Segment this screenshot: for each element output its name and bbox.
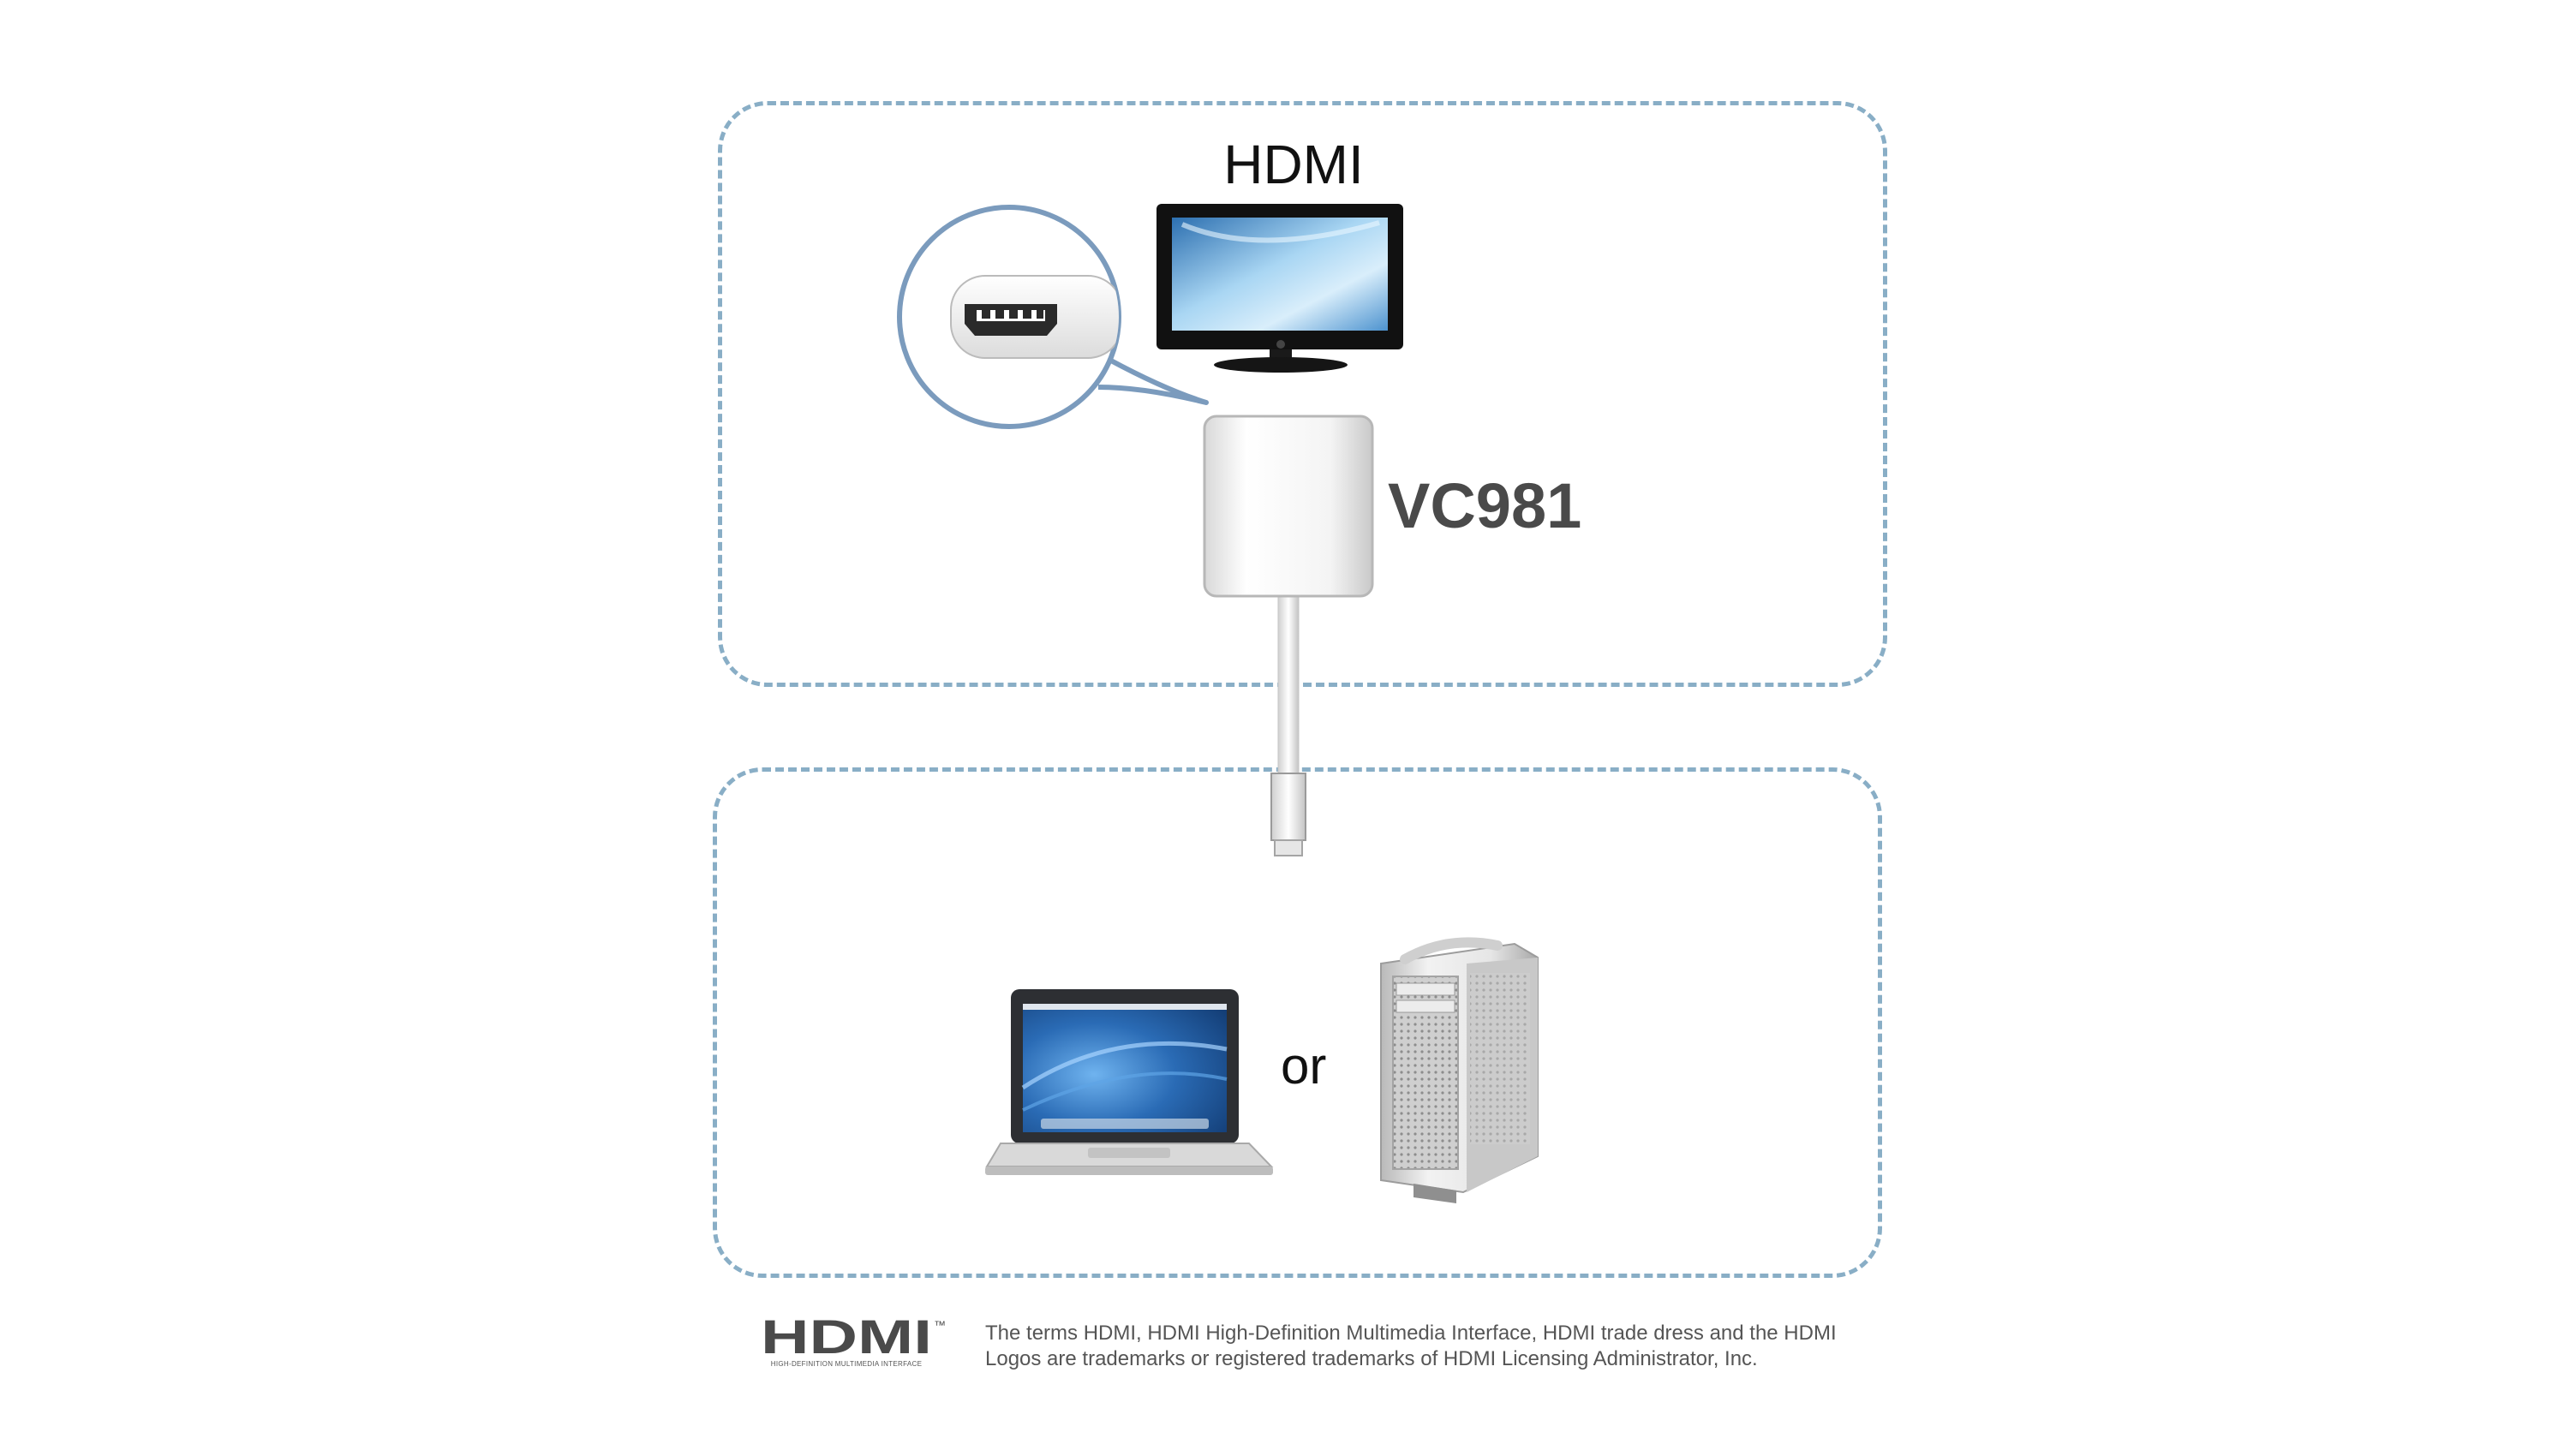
trademark-notice-line1: The terms HDMI, HDMI High-Definition Mul… <box>985 1322 1837 1345</box>
port-type-label: HDMI <box>1223 134 1364 195</box>
svg-text:HDMI: HDMI <box>761 1310 932 1364</box>
laptop-icon <box>985 989 1274 1175</box>
product-model-label: VC981 <box>1388 470 1582 541</box>
desktop-tower-icon <box>1380 937 1539 1203</box>
trademark-notice-line2: Logos are trademarks or registered trade… <box>985 1347 1758 1370</box>
hdmi-logo: HDMI ™ <box>761 1310 946 1364</box>
tv-monitor-icon <box>1156 204 1403 373</box>
separator-label: or <box>1281 1037 1327 1095</box>
svg-text:™: ™ <box>934 1318 946 1332</box>
display-side-group <box>718 101 1887 687</box>
hdmi-port-icon <box>965 304 1057 336</box>
adapter-icon <box>1203 415 1374 856</box>
hdmi-port-callout <box>897 205 1209 429</box>
trademark-notice: The terms HDMI, HDMI High-Definition Mul… <box>985 1321 1885 1372</box>
hdmi-logo-subtitle: HIGH-DEFINITION MULTIMEDIA INTERFACE <box>770 1360 923 1368</box>
